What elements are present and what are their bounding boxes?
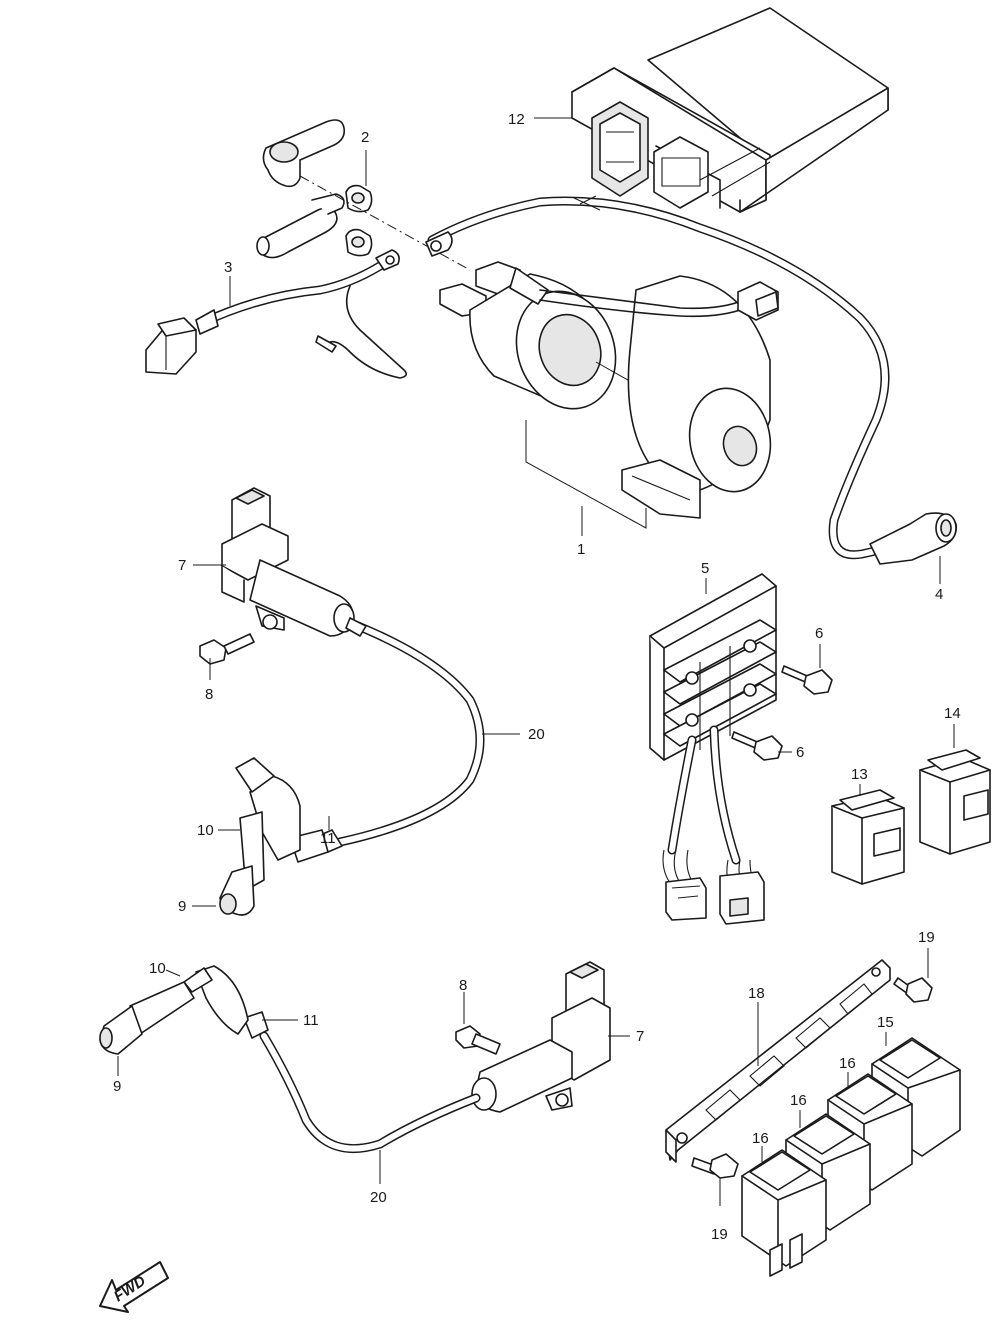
relay-lead-wires <box>539 281 779 321</box>
leader-lines <box>117 117 955 1206</box>
callout-9-lower: 9 <box>113 1078 121 1095</box>
callout-2: 2 <box>361 129 369 146</box>
callout-16-front: 16 <box>752 1130 769 1147</box>
callout-7-upper: 7 <box>178 557 186 574</box>
bolt-8-upper <box>199 633 255 665</box>
callout-9-upper: 9 <box>178 898 186 915</box>
battery-cable-harness <box>145 249 408 379</box>
relay-16-front <box>741 1149 827 1277</box>
relay-13 <box>831 789 905 885</box>
callout-5: 5 <box>701 560 709 577</box>
callout-19-lower: 19 <box>711 1226 728 1243</box>
callout-20-upper: 20 <box>528 726 545 743</box>
callout-6-upper: 6 <box>815 625 823 642</box>
callout-20-lower: 20 <box>370 1189 387 1206</box>
callout-19-upper: 19 <box>918 929 935 946</box>
callout-1: 1 <box>577 541 585 558</box>
spark-plug-cap-upper <box>219 757 343 916</box>
bolt-6-upper <box>781 665 833 695</box>
callout-18: 18 <box>748 985 765 1002</box>
relay-bracket <box>665 959 891 1163</box>
callout-15: 15 <box>877 1014 894 1031</box>
callout-8-upper: 8 <box>205 686 213 703</box>
callout-6-lower: 6 <box>796 744 804 761</box>
callout-11-upper: 11 <box>320 830 336 847</box>
callout-11-lower: 11 <box>303 1012 319 1029</box>
starter-cable <box>425 195 958 565</box>
bolt-19-upper <box>893 977 933 1003</box>
spark-plug-cap-lower <box>99 965 269 1055</box>
callout-16-middle: 16 <box>790 1092 807 1109</box>
callout-13: 13 <box>851 766 868 783</box>
callout-8-lower: 8 <box>459 977 467 994</box>
ignition-coil-lower <box>259 961 611 1154</box>
bolt-8-lower <box>455 1025 501 1055</box>
regulator-rectifier <box>649 573 777 925</box>
callout-4: 4 <box>935 586 943 603</box>
ecu-unit <box>571 7 889 213</box>
callout-10-upper: 10 <box>197 822 214 839</box>
starter-relay <box>439 261 643 410</box>
ignition-coil-upper <box>221 487 485 847</box>
battery-terminal-boots <box>256 119 373 259</box>
relay-14 <box>919 749 991 855</box>
bolt-19-lower <box>691 1153 739 1179</box>
callout-16-rear: 16 <box>839 1055 856 1072</box>
forward-direction-arrow: FWD <box>99 1261 169 1313</box>
callout-3: 3 <box>224 259 232 276</box>
callout-14: 14 <box>944 705 961 722</box>
callout-labels: 12 2 3 1 4 5 6 6 7 8 20 10 11 9 13 14 19… <box>113 111 961 1243</box>
callout-7-lower: 7 <box>636 1028 644 1045</box>
callout-10-lower: 10 <box>149 960 166 977</box>
relay-rubber-cover <box>621 275 772 519</box>
bolt-6-lower <box>731 731 783 761</box>
callout-12: 12 <box>508 111 525 128</box>
